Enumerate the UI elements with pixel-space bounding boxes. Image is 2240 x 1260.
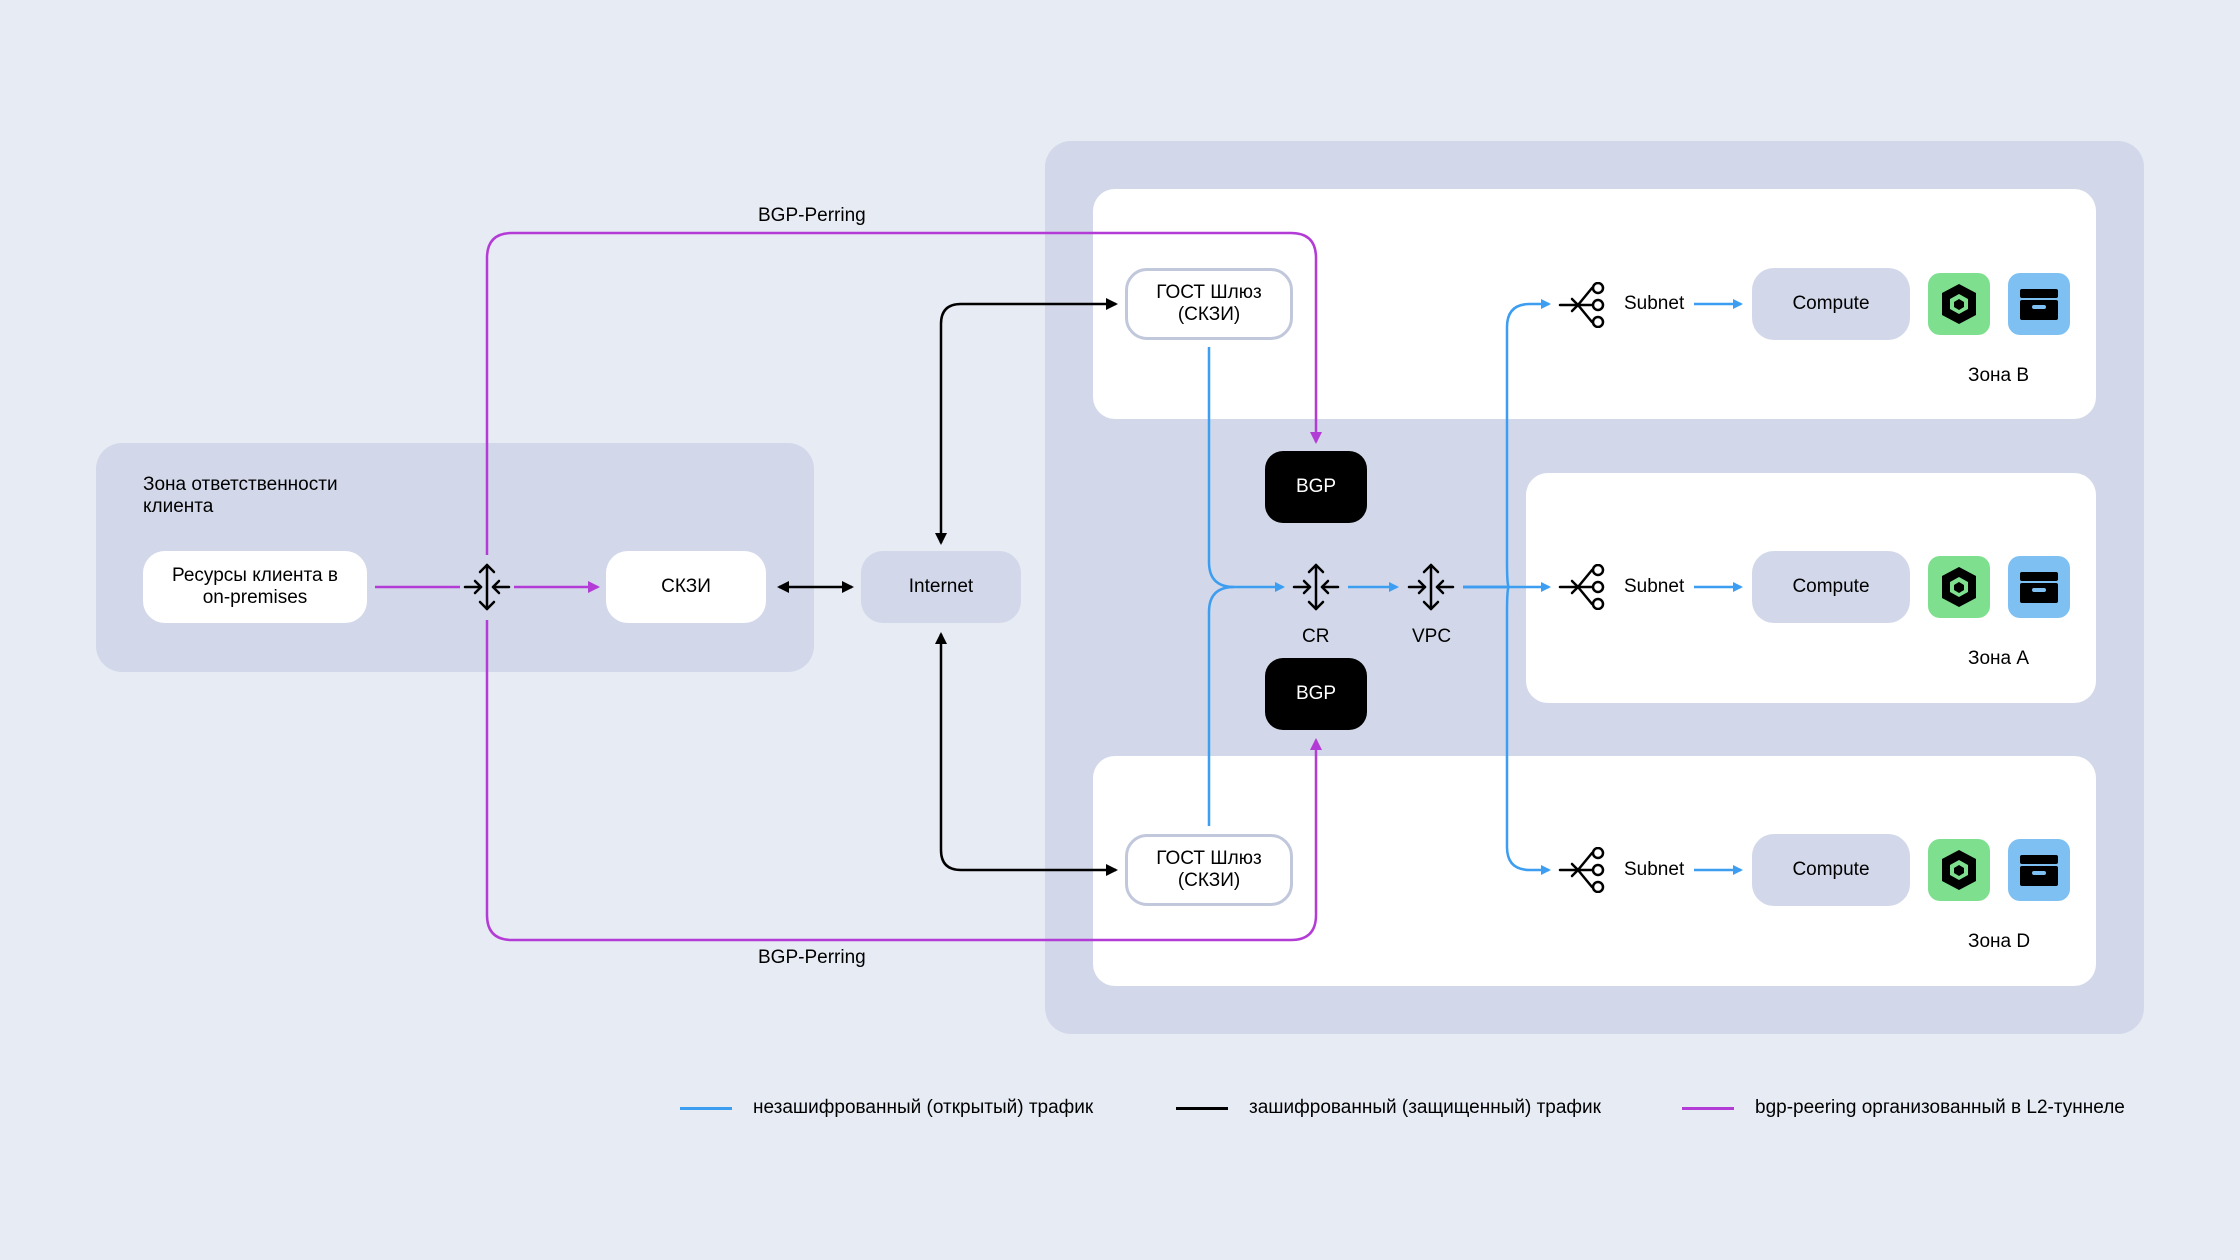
bgp-peering-label-top: BGP-Perring	[758, 205, 866, 226]
client-resources-box[interactable]: Ресурсы клиента в on-premises	[143, 551, 367, 623]
cr-label: CR	[1302, 626, 1330, 647]
plain-traffic-lines	[1207, 299, 1743, 875]
subnet-icon	[1558, 282, 1605, 328]
storage-icon	[2008, 273, 2070, 335]
zone-a-subnet-label: Subnet	[1624, 576, 1685, 597]
subnet-icon	[1558, 847, 1605, 893]
zone-d-title: Зона D	[1968, 931, 2031, 952]
gost-gateway-top[interactable]: ГОСТ Шлюз (СКЗИ)	[1125, 268, 1293, 340]
storage-icon	[2008, 839, 2070, 901]
zone-d-compute-box[interactable]: Compute	[1752, 834, 1910, 906]
bgp-box-top[interactable]: BGP	[1265, 451, 1367, 523]
subnet-icon	[1558, 564, 1605, 610]
zone-b-subnet-label: Subnet	[1624, 293, 1685, 314]
encrypted-traffic-lines	[777, 298, 1118, 876]
kubernetes-icon	[1928, 273, 1990, 335]
gost-gateway-bottom[interactable]: ГОСТ Шлюз (СКЗИ)	[1125, 834, 1293, 906]
legend-text-bgp: bgp-peering организованный в L2-туннеле	[1755, 1097, 2125, 1118]
legend-swatch-encrypted	[1176, 1107, 1228, 1110]
zone-b-compute-box[interactable]: Compute	[1752, 268, 1910, 340]
zone-b-title: Зона B	[1968, 365, 2030, 386]
client-zone-title: Зона ответственности клиента	[143, 474, 338, 517]
bgp-peering-label-bottom: BGP-Perring	[758, 947, 866, 968]
bgp-box-bottom[interactable]: BGP	[1265, 658, 1367, 730]
legend-swatch-bgp	[1682, 1107, 1734, 1110]
kubernetes-icon	[1928, 556, 1990, 618]
legend-swatch-plain	[680, 1107, 732, 1110]
vpc-label: VPC	[1412, 626, 1452, 647]
zone-a-title: Зона A	[1968, 648, 2030, 669]
internet-box[interactable]: Internet	[861, 551, 1021, 623]
vpc-router-icon	[1407, 563, 1455, 611]
kubernetes-icon	[1928, 839, 1990, 901]
storage-icon	[2008, 556, 2070, 618]
zone-a-compute-box[interactable]: Compute	[1752, 551, 1910, 623]
cr-router-icon	[1292, 563, 1340, 611]
client-router-icon	[463, 563, 511, 611]
bgp-peering-lines	[375, 231, 1322, 942]
legend-text-encrypted: зашифрованный (защищенный) трафик	[1249, 1097, 1601, 1118]
zone-d-subnet-label: Subnet	[1624, 859, 1685, 880]
client-skzi-box[interactable]: СКЗИ	[606, 551, 766, 623]
legend-text-plain: незашифрованный (открытый) трафик	[753, 1097, 1094, 1118]
